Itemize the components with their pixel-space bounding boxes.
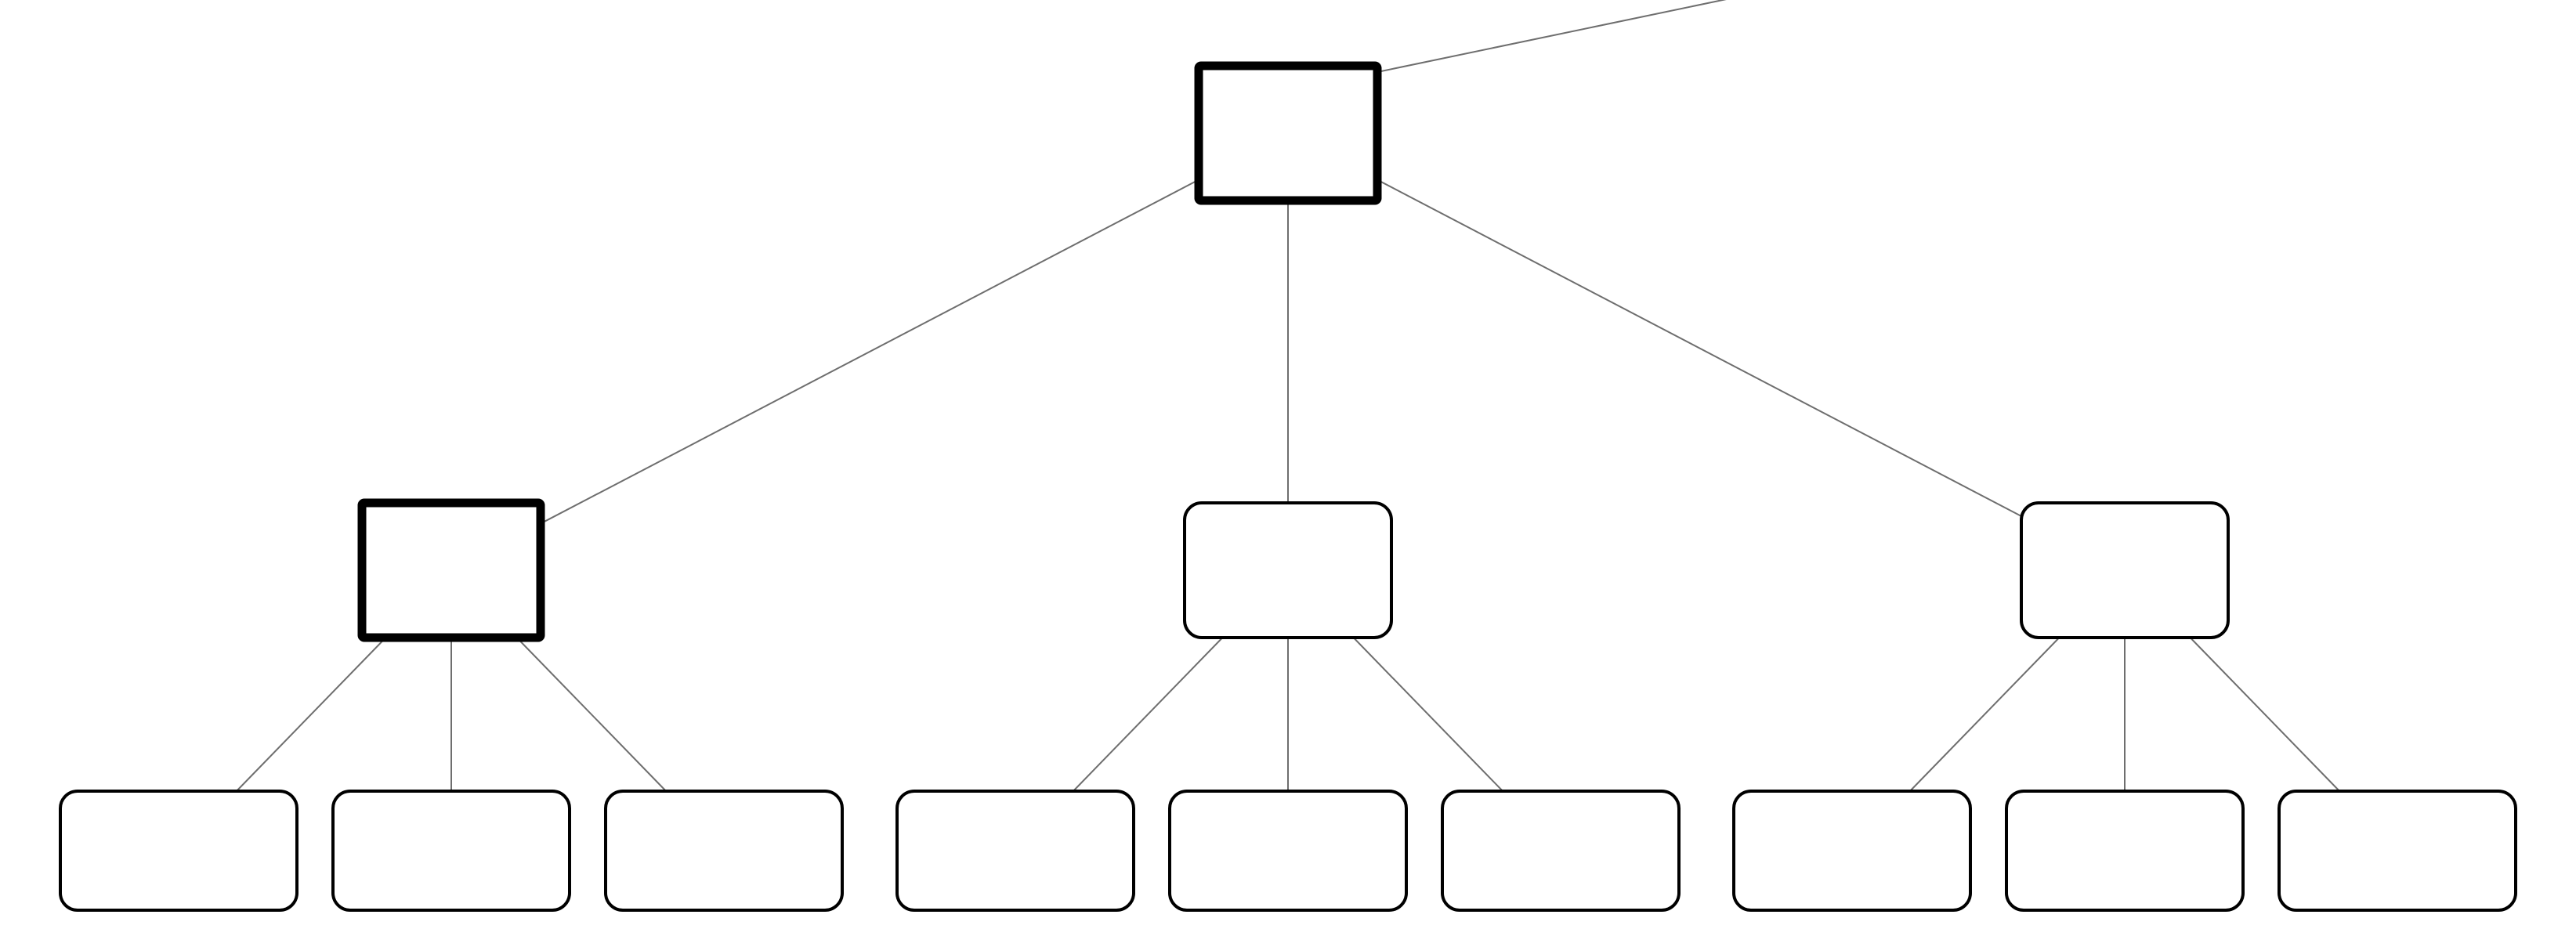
node-n5-box xyxy=(331,790,571,912)
node-n9 xyxy=(1441,790,1681,912)
node-n12-box xyxy=(2278,790,2517,912)
edge-n3-n12 xyxy=(2189,637,2340,792)
edge-n2-n9 xyxy=(1352,637,1503,792)
node-n9-box xyxy=(1441,790,1681,912)
node-n11-box xyxy=(2005,790,2245,912)
node-n7-box xyxy=(895,790,1135,912)
node-n2 xyxy=(1183,501,1393,639)
node-n5 xyxy=(331,790,571,912)
edge-n0-n1 xyxy=(540,179,1199,525)
node-n6-box xyxy=(604,790,844,912)
node-n12 xyxy=(2278,790,2517,912)
node-n4-box xyxy=(59,790,298,912)
node-n4 xyxy=(59,790,298,912)
node-n7 xyxy=(895,790,1135,912)
node-n6 xyxy=(604,790,844,912)
node-n3-box xyxy=(2020,501,2230,639)
edge-n3-n10 xyxy=(1909,637,2060,792)
node-n8-box xyxy=(1168,790,1408,912)
edge-n1-n4 xyxy=(236,637,387,792)
node-n3 xyxy=(2020,501,2230,639)
node-n11 xyxy=(2005,790,2245,912)
edges-layer xyxy=(236,0,2340,792)
node-n2-box xyxy=(1183,501,1393,639)
edge-n0-n3 xyxy=(1377,179,2022,517)
node-n10 xyxy=(1732,790,1972,912)
nodes-layer xyxy=(59,61,2517,912)
node-n10-box xyxy=(1732,790,1972,912)
edge-n0-dangling xyxy=(1377,0,1727,73)
node-n0 xyxy=(1194,61,1382,205)
node-n0-box xyxy=(1194,61,1382,205)
node-n8 xyxy=(1168,790,1408,912)
node-n1-box xyxy=(357,498,545,642)
edge-n2-n7 xyxy=(1073,637,1224,792)
edge-n1-n6 xyxy=(516,637,667,792)
node-n1 xyxy=(357,498,545,642)
